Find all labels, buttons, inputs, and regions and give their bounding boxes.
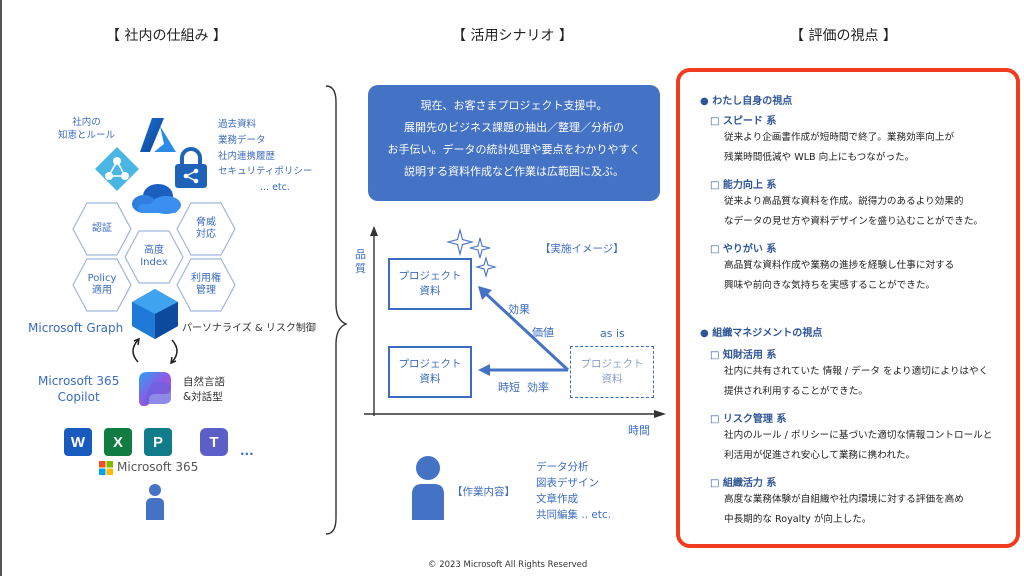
work-item: 文章作成 bbox=[536, 493, 578, 505]
cloud-icon bbox=[132, 184, 181, 214]
eval-skill-title: □ 能力向上 系 bbox=[710, 180, 777, 191]
sync-arrows-icon bbox=[132, 337, 178, 365]
evaluation-panel: ● わたし自身の視点 □ スピード 系 従来より企画書作成が短時間で終了。業務効… bbox=[676, 68, 1020, 548]
quality-time-axes bbox=[364, 226, 666, 418]
eval-ip-text: 社内に共有されていた 情報 / データ をより適切によりはやく 提供され利用する… bbox=[724, 362, 988, 402]
implementation-image-label: 【実施イメージ】 bbox=[540, 243, 624, 255]
work-item: 図表デザイン bbox=[536, 477, 599, 489]
worker-icon bbox=[412, 456, 444, 520]
eval-skill-text: 従来より高品質な資料を作成。説得力のあるより効果的 なデータの見せ方や資料デザイ… bbox=[724, 192, 983, 232]
m365-label: Microsoft 365 bbox=[117, 460, 199, 474]
directory-icon bbox=[95, 147, 139, 191]
microsoft-graph-icon bbox=[132, 289, 178, 339]
eval-speed-title: □ スピード 系 bbox=[710, 116, 777, 127]
section-organization: ● 組織マネジメントの視点 bbox=[700, 328, 823, 339]
data-list: 過去資料 業務データ 社内連携履歴 セキュリティポリシー ... etc. bbox=[218, 119, 312, 195]
hex-index-label: 高度 Index bbox=[140, 244, 168, 269]
project-doc-faster: プロジェクト 資料 bbox=[388, 346, 472, 398]
project-doc-improved: プロジェクト 資料 bbox=[388, 258, 472, 310]
improvement-arrows bbox=[478, 286, 570, 376]
heading-system: 【 社内の仕組み 】 bbox=[106, 28, 227, 44]
eval-line: 高品質な資料作成や業務の進捗を経験し仕事に対する bbox=[724, 260, 955, 271]
lock-icon bbox=[175, 147, 207, 188]
eval-line: なデータの見せ方や資料デザインを盛り込むことができた。 bbox=[724, 216, 984, 227]
eval-line: 残業時間低減や WLB 向上にもつながった。 bbox=[724, 152, 915, 163]
eval-ip-title: □ 知財活用 系 bbox=[710, 350, 777, 361]
eval-risk-title: □ リスク管理 系 bbox=[710, 414, 787, 425]
section-self: ● わたし自身の視点 bbox=[700, 96, 793, 107]
hex-permission: 利用権 管理 bbox=[176, 257, 236, 313]
eval-speed-text: 従来より企画書作成が短時間で終了。業務効率向上が 残業時間低減や WLB 向上に… bbox=[724, 128, 954, 168]
eval-line: 社内に共有されていた 情報 / データ をより適切によりはやく bbox=[724, 366, 989, 377]
hex-threat: 脅威 対応 bbox=[176, 201, 236, 257]
planner-icon: P bbox=[144, 428, 172, 456]
eval-risk-text: 社内のルール / ポリシーに基づいた適切な情報コントロールと 利活用が促進され安… bbox=[724, 426, 992, 466]
hex-auth: 認証 bbox=[72, 201, 132, 257]
scenario-box: 現在、お客さまプロジェクト支援中。 展開先のビジネス課題の抽出／整理／分析の お… bbox=[368, 85, 660, 201]
data-item: 過去資料 bbox=[218, 119, 257, 130]
eval-vitality-text: 高度な業務体験が自組織や社内環境に対する評価を高め 中長期的な Royalty … bbox=[724, 490, 964, 530]
teams-icon: T bbox=[200, 428, 228, 456]
work-item: 共同編集 .. etc. bbox=[536, 509, 612, 521]
work-items: データ分析 図表デザイン 文章作成 共同編集 .. etc. bbox=[536, 459, 611, 523]
eval-line: 従来より高品質な資料を作成。説得力のあるより効果的 bbox=[724, 196, 964, 207]
eval-line: 提供され利用することができた。 bbox=[724, 386, 868, 397]
heading-evaluation: 【 評価の視点 】 bbox=[790, 28, 897, 44]
hex-permission-label: 利用権 管理 bbox=[191, 272, 221, 297]
hex-auth-label: 認証 bbox=[92, 222, 112, 234]
work-content-label: 【作業内容】 bbox=[452, 486, 515, 498]
copilot-note: 自然言語 &対話型 bbox=[183, 376, 225, 403]
data-item: 社内連携履歴 bbox=[218, 150, 276, 162]
eval-line: 興味や前向きな気持ちを実感することができた。 bbox=[724, 280, 936, 291]
copyright-footer: © 2023 Microsoft All Rights Reserved bbox=[428, 560, 588, 570]
as-is-label: as is bbox=[600, 327, 625, 340]
time-efficiency-label: 時短 効率 bbox=[498, 381, 549, 394]
microsoft-logo-icon bbox=[99, 461, 113, 475]
graph-label: Microsoft Graph bbox=[28, 321, 124, 335]
person-icon bbox=[146, 484, 164, 520]
word-icon: W bbox=[64, 428, 92, 456]
data-item: セキュリティポリシー bbox=[218, 166, 313, 178]
apps-more: ... bbox=[240, 444, 254, 458]
hex-index: 高度 Index bbox=[124, 229, 184, 285]
copilot-icon bbox=[139, 372, 171, 406]
eval-line: 高度な業務体験が自組織や社内環境に対する評価を高め bbox=[724, 494, 964, 505]
effect-label: 効果 bbox=[508, 303, 530, 316]
copilot-label: Microsoft 365 Copilot bbox=[38, 374, 120, 405]
azure-icon bbox=[140, 118, 176, 152]
axis-quality-label: 品 質 bbox=[355, 248, 366, 276]
eval-line: 社内のルール / ポリシーに基づいた適切な情報コントロールと bbox=[724, 430, 993, 441]
knowledge-label: 社内の 知恵とルール bbox=[58, 117, 116, 141]
data-item: ... etc. bbox=[260, 182, 290, 194]
sparkle-icon bbox=[446, 228, 498, 279]
hex-policy-label: Policy 適用 bbox=[87, 272, 117, 297]
eval-vitality-title: □ 組織活力 系 bbox=[710, 478, 777, 489]
eval-line: 中長期的な Royalty が向上した。 bbox=[724, 514, 872, 525]
axis-time-label: 時間 bbox=[628, 424, 650, 437]
brace-divider bbox=[325, 85, 348, 535]
eval-line: 利活用が促進され安心して業務に携われた。 bbox=[724, 450, 916, 461]
left-edge-line bbox=[0, 0, 2, 576]
graph-note: パーソナライズ & リスク制御 bbox=[182, 323, 316, 334]
heading-scenario: 【 活用シナリオ 】 bbox=[452, 28, 573, 44]
value-label: 価値 bbox=[532, 326, 554, 339]
hex-policy: Policy 適用 bbox=[72, 257, 132, 313]
project-doc-as-is: プロジェクト 資料 bbox=[570, 346, 654, 398]
hex-threat-label: 脅威 対応 bbox=[196, 216, 216, 241]
eval-motivation-text: 高品質な資料作成や業務の進捗を経験し仕事に対する 興味や前向きな気持ちを実感する… bbox=[724, 256, 954, 296]
work-item: データ分析 bbox=[536, 461, 589, 473]
eval-motivation-title: □ やりがい 系 bbox=[710, 244, 777, 255]
eval-line: 従来より企画書作成が短時間で終了。業務効率向上が bbox=[724, 132, 955, 143]
data-item: 業務データ bbox=[218, 134, 266, 146]
excel-icon: X bbox=[104, 428, 132, 456]
